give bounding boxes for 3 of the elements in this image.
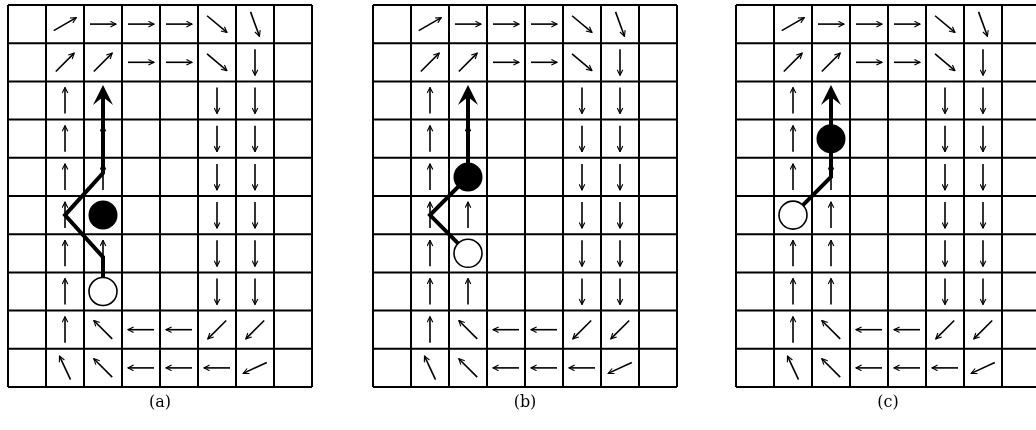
panel-label: (a) — [149, 392, 171, 411]
panel-label: (b) — [513, 392, 537, 411]
panel-label: (c) — [877, 392, 899, 411]
